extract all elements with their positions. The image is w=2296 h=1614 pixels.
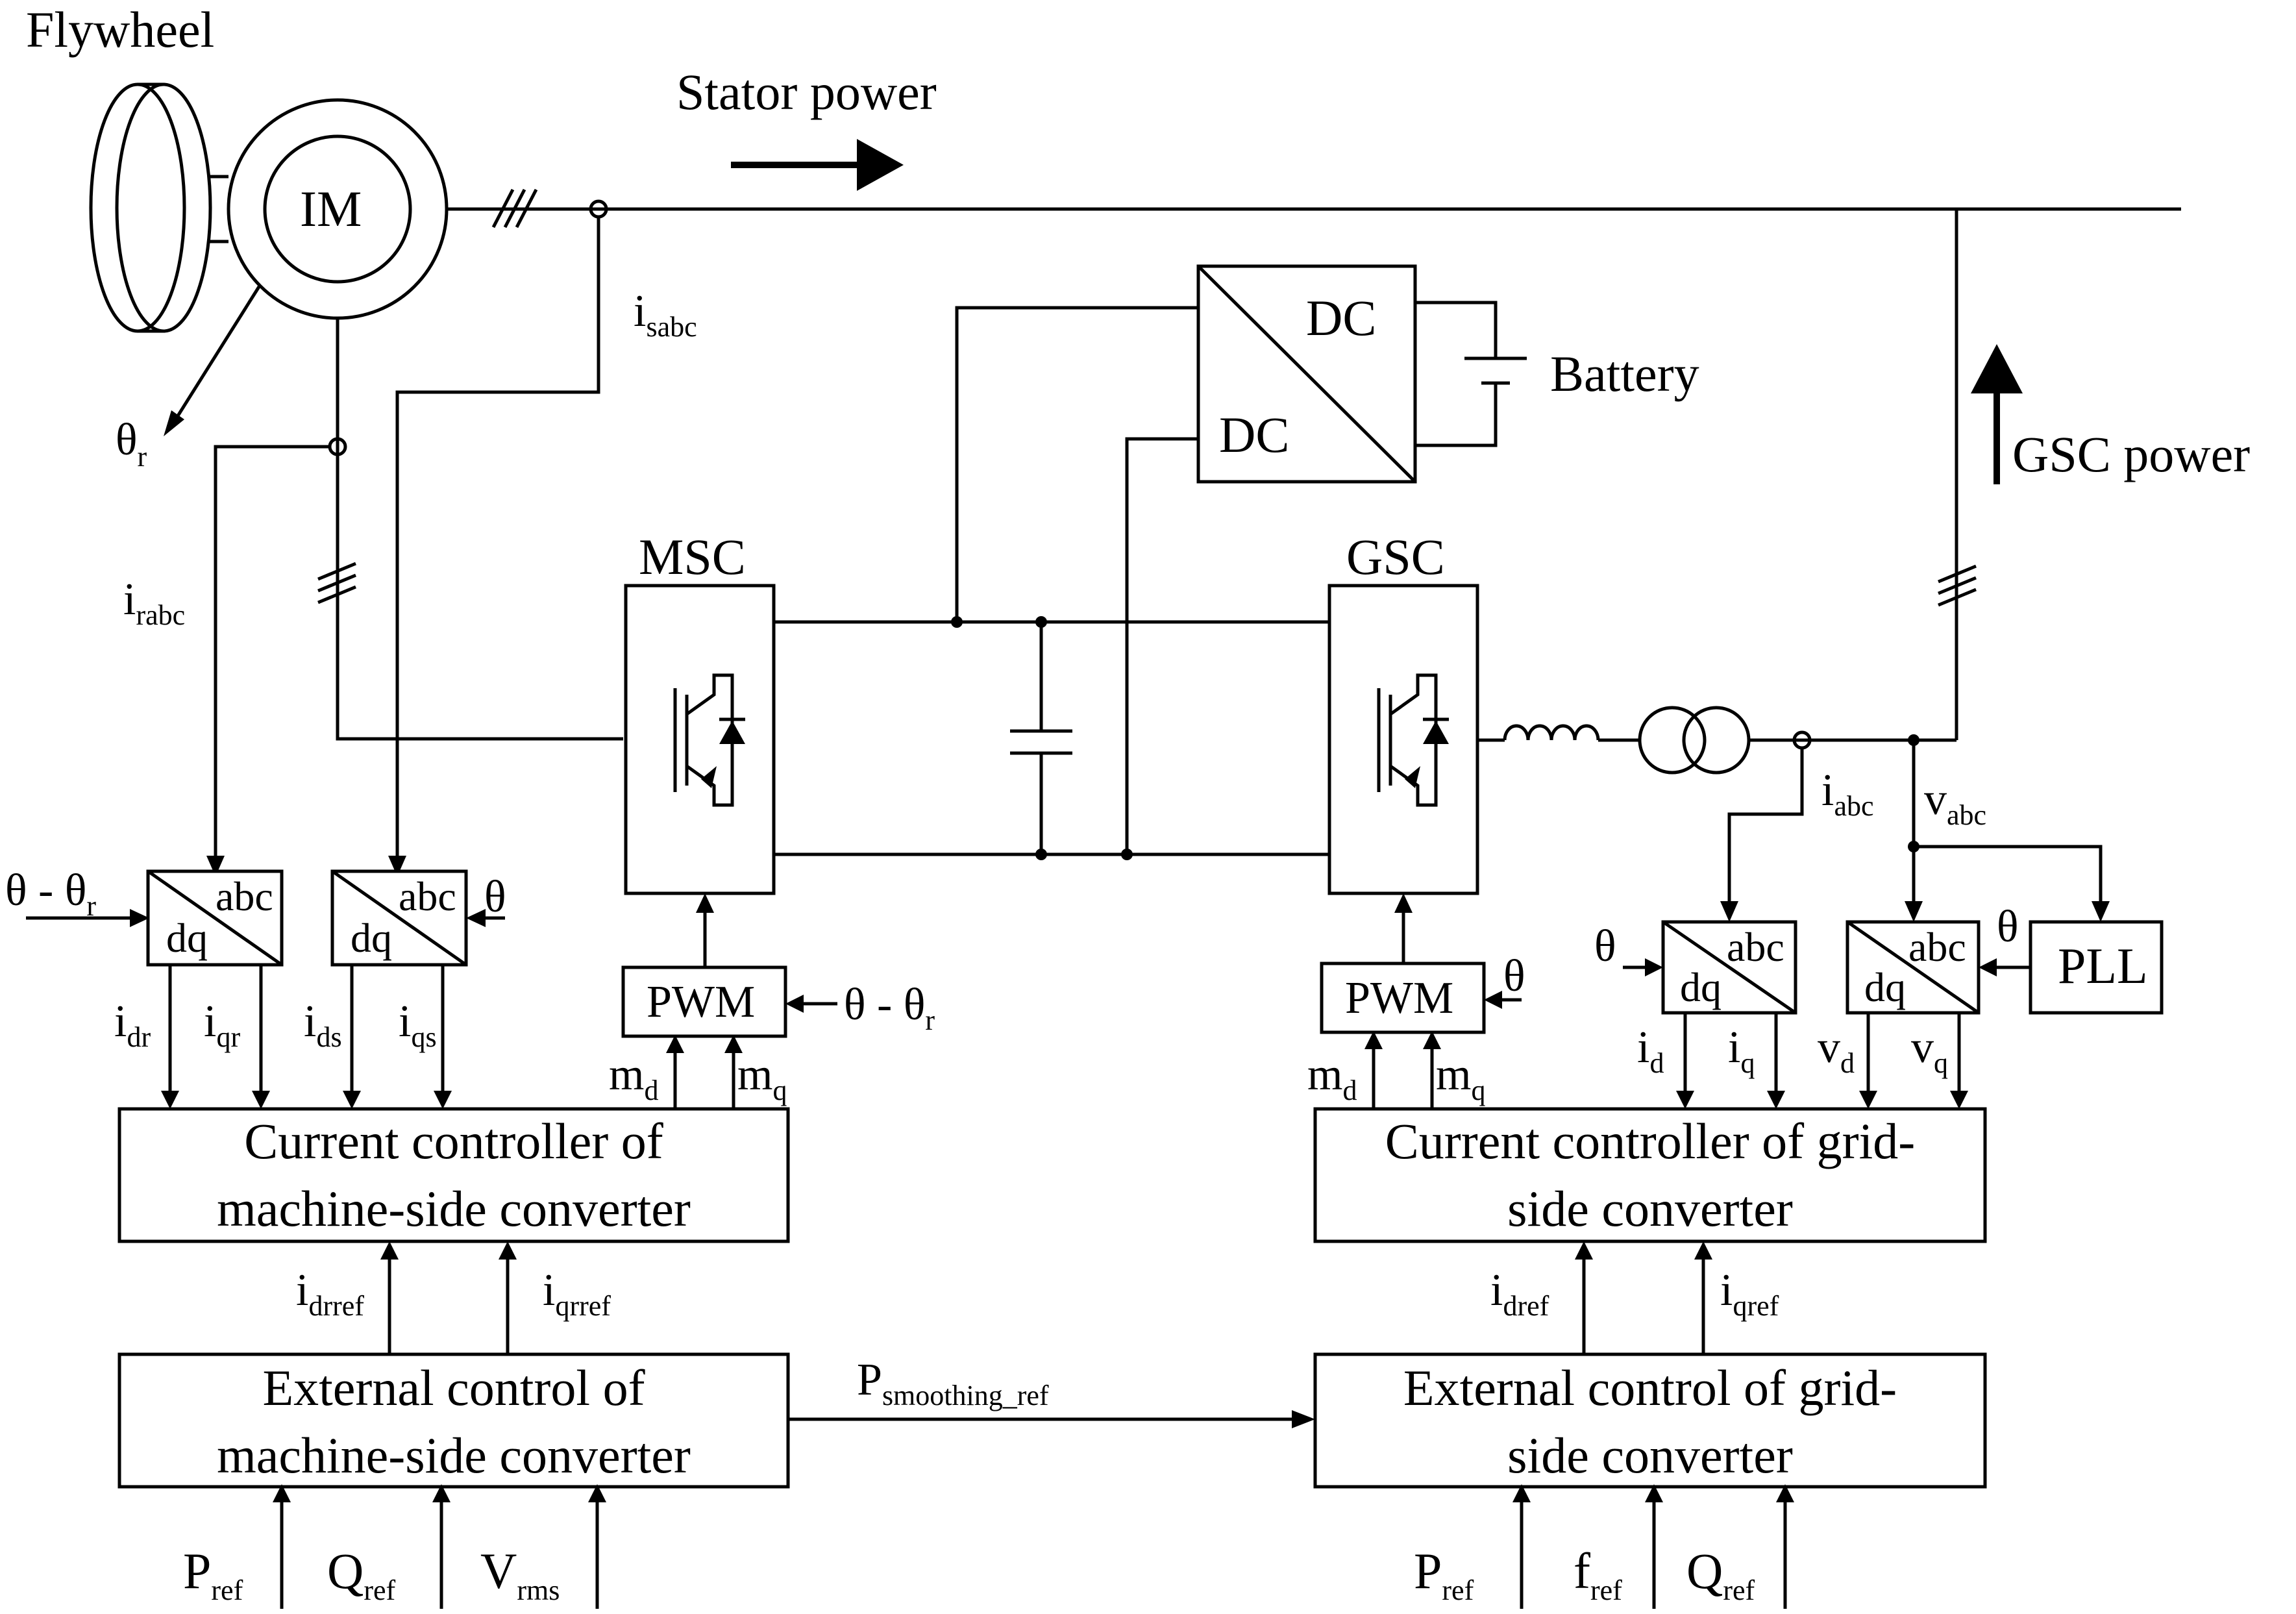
theta-input-stator: θ [484, 872, 506, 922]
gsc-block [1327, 584, 1479, 895]
m-d-gsc-label: md [1307, 1050, 1357, 1106]
dq-label-4: dq [1864, 964, 1906, 1010]
pwm-msc-block [621, 965, 787, 1038]
ec-msc-line2: machine-side converter [217, 1427, 691, 1484]
dcdc-bottom-label: DC [1219, 406, 1289, 463]
flywheel-label: Flywheel [26, 1, 214, 58]
abc-label-2: abc [399, 873, 456, 919]
theta-input-grid-current: θ [1594, 921, 1616, 971]
i-sabc-label: isabc [634, 286, 697, 343]
q-ref-right-label: Qref [1686, 1543, 1755, 1606]
pwm-gsc-label: PWM [1345, 973, 1453, 1023]
pll-label: PLL [2058, 937, 2148, 994]
msc-igbt-icon [673, 673, 745, 807]
three-phase-mark-rotor [317, 562, 356, 604]
dc-link-capacitor-icon [1010, 622, 1072, 854]
i-qref-label: iqref [1720, 1265, 1779, 1322]
theta-minus-theta-r-input: θ - θr [5, 865, 96, 922]
three-phase-mark-stator [491, 188, 538, 229]
cc-msc-line2: machine-side converter [217, 1180, 691, 1237]
dq-label-1: dq [166, 915, 208, 961]
transformer-icon [1638, 706, 1751, 775]
i-abc-label: iabc [1821, 765, 1874, 822]
ec-msc-line1: External control of [262, 1359, 645, 1416]
stator-power-label: Stator power [676, 64, 937, 120]
theta-r-label: θr [116, 415, 147, 473]
im-label: IM [300, 180, 362, 237]
msc-label: MSC [639, 528, 746, 585]
battery-label: Battery [1550, 345, 1699, 402]
ec-gsc-line1: External control of grid- [1403, 1359, 1897, 1416]
cc-gsc-line1: Current controller of grid- [1385, 1113, 1916, 1169]
pwm-msc-label: PWM [647, 977, 755, 1027]
theta-input-pwm-gsc: θ [1503, 951, 1525, 1001]
three-phase-mark-gsc [1938, 564, 1977, 607]
i-abc-line [1727, 748, 1804, 917]
p-ref-left-label: Pref [183, 1543, 243, 1606]
dcdc-bottom-link [1125, 437, 1198, 854]
i-drref-label: idrref [296, 1265, 364, 1322]
cc-gsc-line2: side converter [1507, 1180, 1793, 1237]
current-controller-msc [117, 1107, 790, 1243]
f-ref-label: fref [1574, 1543, 1622, 1606]
abc-label-3: abc [1727, 924, 1784, 970]
ec-gsc-line2: side converter [1507, 1427, 1793, 1484]
current-controller-gsc [1313, 1107, 1987, 1243]
m-d-msc-label: md [609, 1050, 658, 1106]
external-control-msc [117, 1352, 790, 1489]
abc-label-1: abc [216, 873, 273, 919]
p-smoothing-label: Psmoothing_ref [857, 1355, 1049, 1411]
dq-label-3: dq [1680, 964, 1722, 1010]
abc-label-4: abc [1908, 924, 1966, 970]
theta-input-grid-voltage: θ [1997, 902, 2019, 952]
gsc-power-label: GSC power [2012, 426, 2250, 482]
i-sabc-line [395, 217, 600, 871]
v-d-label: vd [1818, 1023, 1855, 1079]
i-dref-label: idref [1490, 1265, 1549, 1322]
m-q-msc-label: mq [737, 1050, 787, 1106]
gsc-label: GSC [1346, 528, 1445, 585]
v-rms-label: Vrms [480, 1543, 560, 1606]
flywheel-icon [89, 82, 228, 333]
stator-power-arrow [731, 139, 904, 191]
i-qrref-label: iqrref [543, 1265, 611, 1322]
dcdc-top-link [955, 306, 1198, 622]
q-ref-left-label: Qref [327, 1543, 396, 1606]
i-dr-label: idr [114, 997, 151, 1053]
msc-block [624, 584, 776, 895]
i-d-label: id [1637, 1023, 1664, 1079]
cc-msc-line1: Current controller of [244, 1113, 663, 1169]
rotor-line [336, 318, 623, 741]
dq-label-2: dq [351, 915, 392, 961]
p-ref-right-label: Pref [1414, 1543, 1474, 1606]
v-abc-label: vabc [1924, 775, 1986, 831]
battery-icon [1415, 301, 1527, 447]
external-control-gsc [1313, 1352, 1987, 1489]
pll-block [2029, 920, 2164, 1015]
dcdc-top-label: DC [1306, 290, 1376, 346]
v-q-label: vq [1911, 1023, 1948, 1079]
filter-inductor-icon [1503, 724, 1600, 741]
i-ds-label: ids [304, 997, 342, 1053]
gsc-igbt-icon [1377, 673, 1449, 807]
i-rabc-line [214, 445, 330, 871]
m-q-gsc-label: mq [1436, 1050, 1485, 1106]
theta-minus-theta-r-pwm: θ - θr [844, 980, 935, 1036]
i-qr-label: iqr [204, 997, 240, 1053]
gsc-power-arrow [1971, 344, 2023, 484]
i-q-label: iq [1728, 1023, 1755, 1079]
i-qs-label: iqs [399, 997, 437, 1053]
theta-r-arrow [172, 284, 262, 423]
i-rabc-label: irabc [123, 575, 185, 631]
